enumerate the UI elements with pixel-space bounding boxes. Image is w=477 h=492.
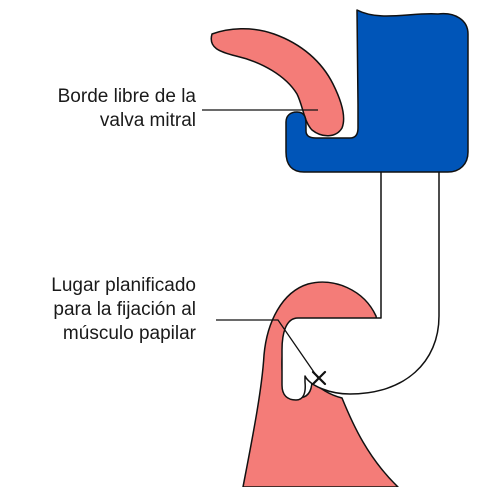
label-line: valva mitral: [99, 110, 196, 131]
label-line: Lugar planificado: [51, 275, 196, 296]
label-attachment-site: Lugar planificado para la fijación al mú…: [51, 274, 196, 346]
mitral-valve-leaflet: [210, 27, 345, 137]
label-line: músculo papilar: [62, 323, 196, 344]
leader-line-site: [216, 319, 319, 379]
label-line: para la fijación al: [53, 299, 196, 320]
label-line: Borde libre de la: [57, 86, 196, 107]
device-clip-body: [285, 9, 469, 173]
label-valve-free-edge: Borde libre de la valva mitral: [58, 85, 196, 133]
device-hook-arm: [281, 164, 440, 401]
